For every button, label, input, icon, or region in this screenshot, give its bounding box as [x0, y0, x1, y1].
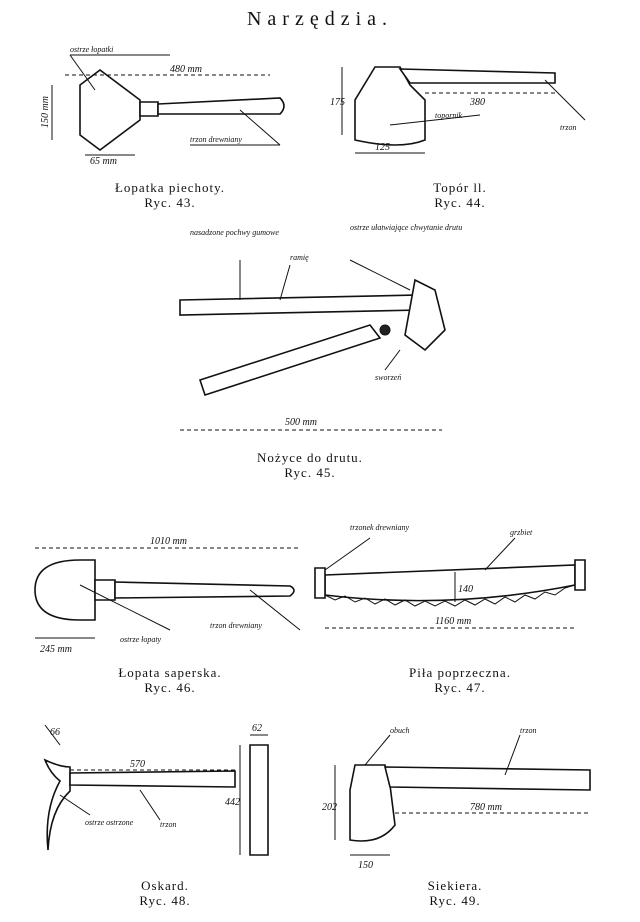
cutter-upper-arm [180, 295, 420, 315]
caption-fig-46: Łopata saperska. Ryc. 46. [118, 665, 222, 695]
dim-length: 570 [130, 759, 145, 770]
caption-fig-44: Topór ll. Ryc. 44. [433, 180, 487, 210]
sapper-handle [115, 582, 294, 598]
hatchet-handle [385, 767, 590, 790]
figure-shovel-infantry: ostrze łopatki 480 mm 150 mm 65 mm trzon… [40, 45, 310, 167]
pick-side-view [250, 745, 268, 855]
label-bolt: sworzeń [375, 373, 401, 382]
dim-height: 442 [225, 797, 240, 808]
label-handle: trzon [520, 726, 536, 735]
figure-wire-cutters: nasadzone pochwy gumowe ramię ostrze uła… [160, 223, 462, 440]
figure-hatchet: obuch trzon 202 780 mm 150 [322, 726, 610, 871]
figure-axe-large: 175 380 125 topornik trzon [330, 55, 600, 165]
caption-fig-48: Oskard. Ryc. 48. [139, 878, 191, 908]
shovel-neck [140, 102, 158, 116]
dim-handle: 65 mm [90, 156, 117, 167]
dim-length: 1160 mm [435, 616, 471, 627]
hatchet-head [350, 765, 395, 841]
dim-length: 500 mm [285, 417, 317, 428]
pick-handle [70, 771, 235, 787]
label-jaws: ostrze ułatwiające chwytanie drutu [350, 223, 462, 232]
dim-length: 380 [469, 97, 485, 108]
page-title: Narzędzia. [246, 8, 394, 30]
pick-head [45, 760, 70, 850]
sapper-blade [35, 560, 95, 620]
caption-fig-49: Siekiera. Ryc. 49. [427, 878, 483, 908]
label-head: obuch [390, 726, 410, 735]
label-arms: ramię [290, 253, 309, 262]
saw-handle-left [315, 568, 325, 598]
label-handle-left: trzonek drewniany [350, 523, 409, 532]
dim-width: 62 [252, 723, 262, 734]
figure-crosscut-saw: trzonek drewniany grzbiet 140 1160 mm [310, 523, 610, 650]
figure-pickaxe: 66 570 ostrze ostrzone trzon 62 442 [30, 723, 310, 875]
dim-width: 150 [358, 860, 373, 871]
dim-length: 1010 mm [150, 536, 187, 547]
dim-height: 140 [458, 584, 473, 595]
saw-blade [325, 565, 575, 601]
cutter-jaws [405, 280, 445, 350]
label-back: grzbiet [510, 528, 533, 537]
dim-height: 202 [322, 802, 337, 813]
label-handle: trzon [560, 123, 576, 132]
label-case: nasadzone pochwy gumowe [190, 228, 279, 237]
axe-head [355, 67, 425, 145]
figure-sapper-shovel: 1010 mm 245 mm ostrze łopaty trzon drewn… [20, 536, 320, 655]
dim-tip: 66 [50, 727, 60, 738]
dim-width: 125 [375, 142, 390, 153]
shovel-handle [158, 98, 284, 114]
label-pick: ostrze ostrzone [85, 818, 134, 827]
dim-length: 480 mm [170, 64, 202, 75]
dim-width: 245 mm [40, 644, 72, 655]
label-blade: topornik [435, 111, 463, 120]
cutter-bolt [380, 325, 390, 335]
label-blade-plate: ostrze łopatki [70, 45, 113, 54]
saw-handle-right [575, 560, 585, 590]
label-handle: trzon drewniany [210, 621, 262, 630]
cutter-lower-arm [200, 325, 380, 395]
dim-height: 175 [330, 97, 345, 108]
dim-width: 150 mm [40, 96, 51, 128]
caption-fig-43: Łopatka piechoty. Ryc. 43. [114, 180, 225, 210]
caption-fig-47: Piła poprzeczna. Ryc. 47. [409, 665, 511, 695]
label-handle: trzon [160, 820, 176, 829]
axe-handle [400, 69, 555, 83]
caption-fig-45: Nożyce do drutu. Ryc. 45. [257, 450, 363, 480]
label-blade: ostrze łopaty [120, 635, 162, 644]
dim-length: 780 mm [470, 802, 502, 813]
label-handle: trzon drewniany [190, 135, 242, 144]
